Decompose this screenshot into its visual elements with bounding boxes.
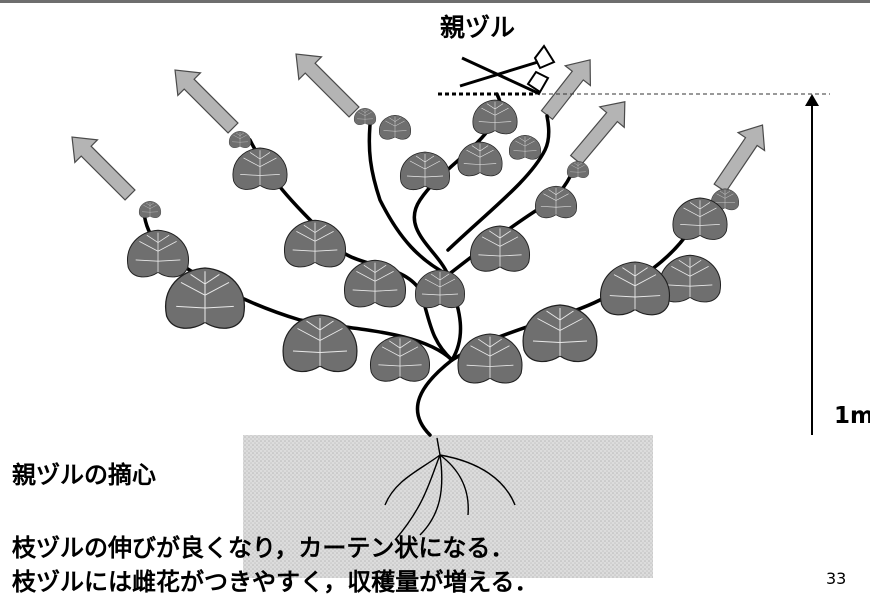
up-arrow-icon <box>295 53 360 118</box>
up-arrow-icon <box>71 136 136 201</box>
up-arrow-icon <box>540 59 592 121</box>
growth-arrows <box>71 53 766 201</box>
up-arrow-icon <box>569 101 626 166</box>
up-arrow-icon <box>174 69 239 134</box>
up-arrow-icon <box>713 124 766 193</box>
roots <box>384 437 516 541</box>
main-vine-label: 親ヅル <box>440 13 516 42</box>
top-rule <box>0 0 870 3</box>
caption-line-1: 枝ヅルの伸びが良くなり，カーテン状になる． <box>12 534 515 562</box>
height-label: 1m <box>834 403 870 429</box>
scissors-icon <box>459 44 556 96</box>
caption-title: 親ヅルの摘心 <box>12 461 156 489</box>
height-arrow-head <box>805 94 819 106</box>
page-number: 33 <box>826 569 847 588</box>
leaves <box>127 99 739 384</box>
soil-area <box>243 435 653 578</box>
caption-line-2: 枝ヅルには雌花がつきやすく，収穫量が増える． <box>12 568 539 596</box>
